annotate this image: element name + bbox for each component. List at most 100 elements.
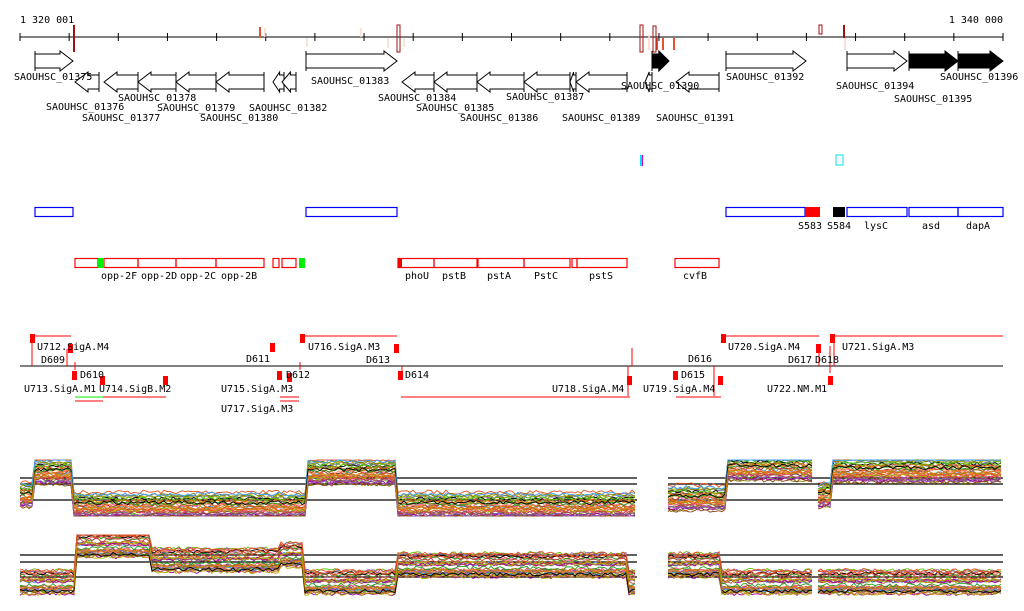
signal-marker[interactable] [270, 343, 275, 352]
signal-marker[interactable] [398, 371, 403, 380]
signal-marker[interactable] [828, 376, 833, 385]
signal-label[interactable]: D609 [41, 355, 65, 366]
gene-arrow[interactable] [272, 70, 285, 94]
gene-arrow[interactable] [401, 70, 435, 94]
signal-label[interactable]: D614 [405, 370, 429, 381]
signal-label[interactable]: U716.SigA.M3 [308, 342, 380, 353]
signal-marker[interactable] [72, 371, 77, 380]
gene-arrow[interactable] [523, 70, 571, 94]
signal-label[interactable]: D611 [246, 354, 270, 365]
gene-label[interactable]: SAOUHSC_01395 [894, 94, 972, 105]
gene-arrow[interactable] [137, 70, 177, 94]
gene-label[interactable]: SAOUHSC_01379 [157, 103, 235, 114]
signal-label[interactable]: D617 [788, 355, 812, 366]
gene-arrow[interactable] [215, 70, 265, 94]
gene-arrow[interactable] [651, 49, 670, 73]
gene-label[interactable]: SAOUHSC_01378 [118, 93, 196, 104]
gene-arrow[interactable] [305, 49, 398, 73]
gene-arrow[interactable] [34, 49, 74, 73]
gene-label[interactable]: SAOUHSC_01383 [311, 76, 389, 87]
gene-arrow[interactable] [74, 70, 100, 94]
gene-label[interactable]: SAOUHSC_01382 [249, 103, 327, 114]
red-feature-box[interactable] [576, 257, 628, 269]
red-feature-box[interactable] [74, 257, 99, 269]
gene-label[interactable]: SAOUHSC_01380 [200, 113, 278, 124]
signal-marker[interactable] [816, 344, 821, 353]
gene-arrow[interactable] [957, 49, 1004, 73]
signal-marker[interactable] [718, 376, 723, 385]
signal-marker[interactable] [68, 344, 73, 353]
green-feature[interactable] [299, 258, 305, 268]
blue-feature-box[interactable] [957, 206, 1004, 218]
gene-label[interactable]: SAOUHSC_01389 [562, 113, 640, 124]
feature-S584[interactable] [833, 207, 845, 217]
blue-feature-box[interactable] [725, 206, 806, 218]
signal-label[interactable]: D616 [688, 354, 712, 365]
gene-arrow[interactable] [175, 70, 217, 94]
gene-label[interactable]: SAOUHSC_01386 [460, 113, 538, 124]
signal-marker[interactable] [100, 376, 105, 385]
signal-label[interactable]: U719.SigA.M4 [643, 384, 715, 395]
signal-label[interactable]: U713.SigA.M1 [24, 384, 96, 395]
gene-label[interactable]: SAOUHSC_01384 [378, 93, 456, 104]
signal-marker[interactable] [287, 373, 292, 382]
red-feature-box[interactable] [103, 257, 139, 269]
gene-arrow[interactable] [675, 70, 720, 94]
signal-label[interactable]: U718.SigA.M4 [552, 384, 624, 395]
red-feature-box[interactable] [137, 257, 177, 269]
gene-label[interactable]: SAOUHSC_01390 [621, 81, 699, 92]
gene-label[interactable]: SAOUHSC_01385 [416, 103, 494, 114]
blue-feature-box[interactable] [908, 206, 959, 218]
signal-label[interactable]: D618 [815, 355, 839, 366]
gene-arrow[interactable] [281, 70, 297, 94]
blue-feature-box[interactable] [305, 206, 398, 218]
green-feature[interactable] [98, 258, 103, 268]
signal-marker[interactable] [300, 334, 305, 343]
red-feature-box[interactable] [571, 257, 578, 269]
gene-label[interactable]: SAOUHSC_01375 [14, 72, 92, 83]
red-feature-box[interactable] [175, 257, 217, 269]
signal-label[interactable]: U712.SigA.M4 [37, 342, 109, 353]
gene-label[interactable]: SAOUHSC_01377 [82, 113, 160, 124]
signal-label[interactable]: D613 [366, 355, 390, 366]
gene-label[interactable]: SAOUHSC_01391 [656, 113, 734, 124]
gene-arrow[interactable] [725, 49, 807, 73]
signal-label[interactable]: U722.NM.M1 [767, 384, 827, 395]
gene-arrow[interactable] [476, 70, 525, 94]
signal-marker[interactable] [721, 334, 726, 343]
gene-arrow[interactable] [433, 70, 478, 94]
signal-label[interactable]: D612 [286, 370, 310, 381]
gene-label[interactable]: SAOUHSC_01392 [726, 72, 804, 83]
signal-marker[interactable] [163, 376, 168, 385]
red-feature-box[interactable] [433, 257, 478, 269]
red-feature-box[interactable] [215, 257, 265, 269]
signal-marker[interactable] [30, 334, 35, 343]
signal-label[interactable]: U721.SigA.M3 [842, 342, 914, 353]
gene-label[interactable]: SAOUHSC_01387 [506, 92, 584, 103]
gene-label[interactable]: SAOUHSC_01394 [836, 81, 914, 92]
red-feature-box[interactable] [674, 257, 720, 269]
signal-label[interactable]: U714.SigB.M2 [99, 384, 171, 395]
red-feature-box[interactable] [281, 257, 297, 269]
red-feature-box[interactable] [272, 257, 280, 269]
signal-label[interactable]: D615 [681, 370, 705, 381]
red-feature-box[interactable] [397, 257, 435, 269]
gene-label[interactable]: SAOUHSC_01396 [940, 72, 1018, 83]
signal-marker[interactable] [277, 371, 282, 380]
signal-label[interactable]: U717.SigA.M3 [221, 404, 293, 415]
gene-arrow[interactable] [846, 49, 908, 73]
feature-S583[interactable] [805, 207, 820, 217]
signal-marker[interactable] [394, 344, 399, 353]
gene-arrow[interactable] [103, 70, 139, 94]
gene-label[interactable]: SAOUHSC_01376 [46, 102, 124, 113]
signal-label[interactable]: D610 [80, 370, 104, 381]
blue-feature-box[interactable] [34, 206, 74, 218]
signal-marker[interactable] [627, 376, 632, 385]
gene-arrow[interactable] [569, 71, 577, 93]
signal-marker[interactable] [673, 371, 678, 380]
signal-marker[interactable] [830, 334, 835, 343]
gene-arrow[interactable] [575, 70, 628, 94]
signal-label[interactable]: U720.SigA.M4 [728, 342, 800, 353]
red-feature-box[interactable] [477, 257, 525, 269]
gene-arrow[interactable] [908, 49, 959, 73]
